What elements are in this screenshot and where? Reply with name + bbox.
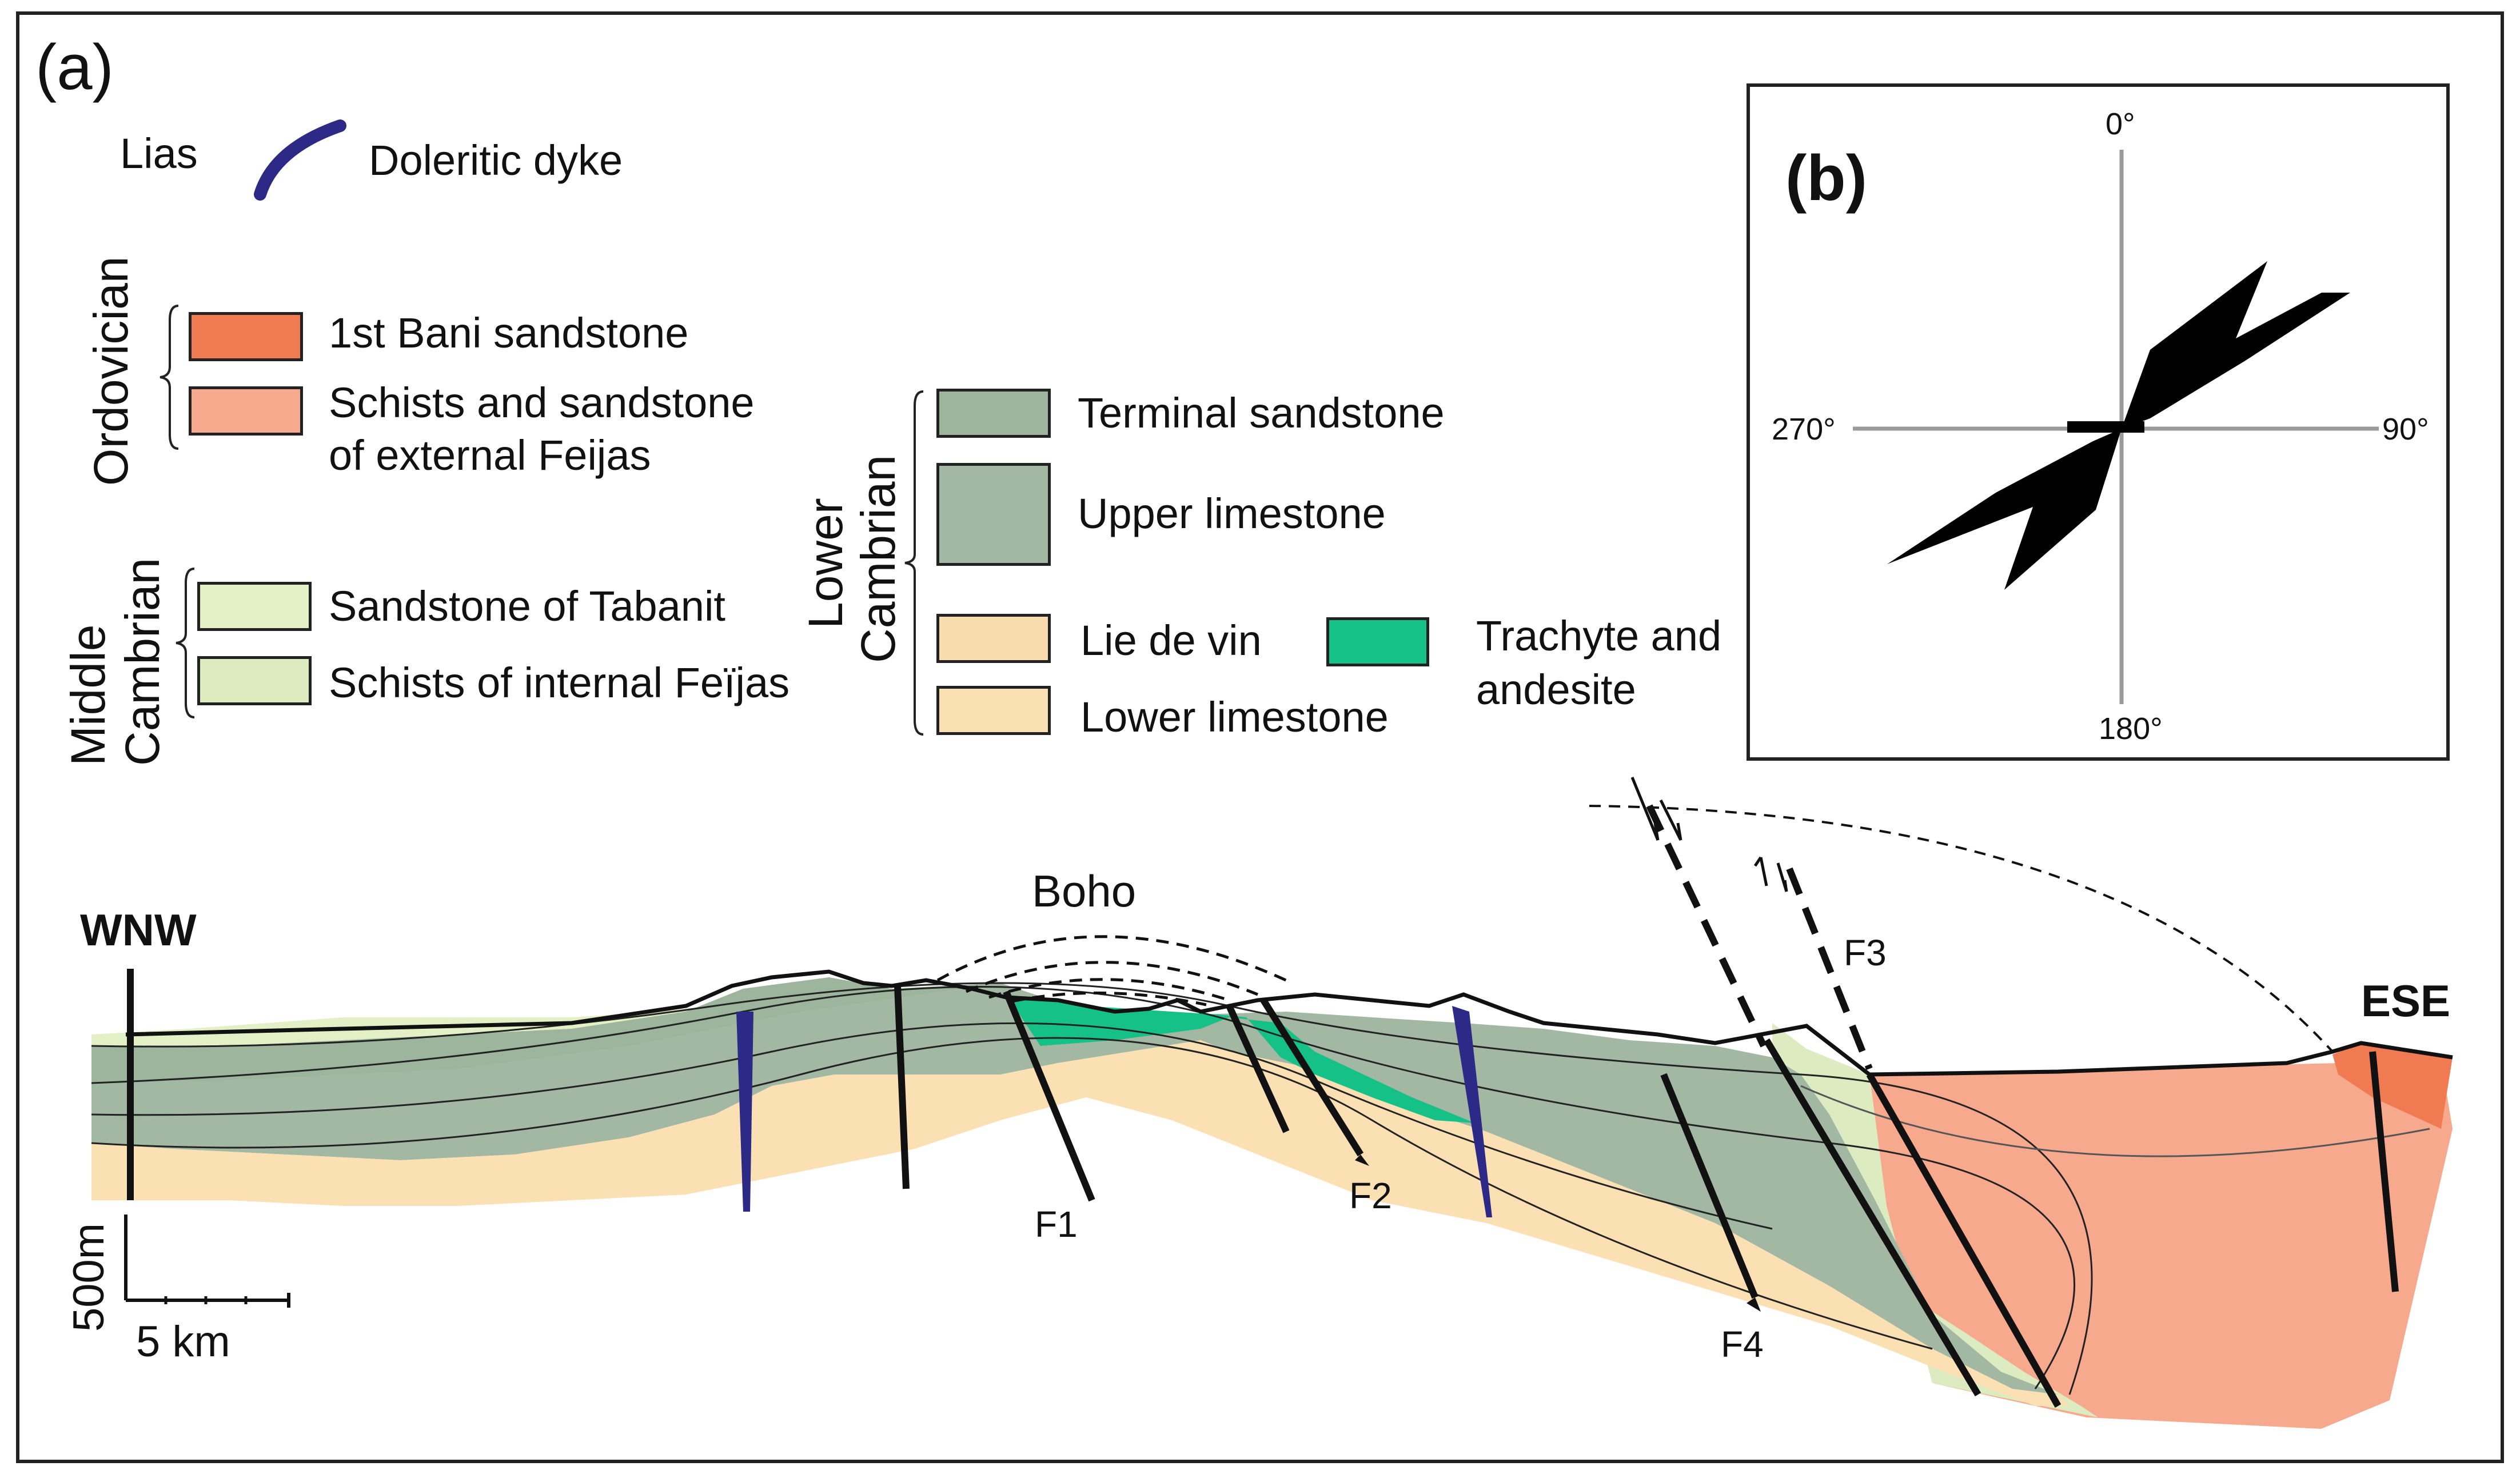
boho-arc-4 [1011, 991, 1207, 1006]
rose-label-east: 90° [2382, 412, 2429, 446]
label-fault-f1: F1 [1035, 1204, 1078, 1245]
figure-frame [16, 11, 2504, 1463]
eroded-arc [1589, 805, 2334, 1053]
fault-f3b-dashed [1786, 867, 1873, 1070]
contact-line-4 [91, 1037, 1933, 1350]
swatch-terminal-sandstone [936, 389, 1051, 438]
fault-east-1 [1866, 1073, 2062, 1408]
rose-diagram [1853, 150, 2379, 704]
fault-arrow-3 [1753, 856, 1768, 886]
layer-schists-internal-east [1772, 1023, 2098, 1417]
swatch-upper-limestone [936, 463, 1051, 566]
fault-ese [2369, 1051, 2399, 1292]
brace-middle-cambrian [176, 568, 195, 718]
legend-dyke-label: Doleritic dyke [369, 137, 623, 184]
rose-label-west: 270° [1772, 412, 1836, 446]
swatch-tabanit [197, 582, 312, 631]
panel-label-a: (a) [35, 31, 114, 103]
layer-upper-limestone [91, 977, 2058, 1395]
swatch-lower-limestone [936, 686, 1051, 735]
swatch-lie-de-vin [936, 614, 1051, 663]
brace-ordovician [160, 305, 179, 450]
fault-f4 [1660, 1073, 1759, 1299]
label-wnw: WNW [80, 905, 197, 955]
swatch-trachyte-andesite [1326, 617, 1429, 666]
rose-label-south: 180° [2099, 712, 2163, 746]
fault-arrow-f4 [1747, 1297, 1761, 1312]
legend-tabanit-label: Sandstone of Tabanit [329, 582, 725, 630]
contact-line-5 [1800, 1085, 2430, 1157]
label-scale-vertical: 500m [65, 1223, 113, 1332]
fault-arrow-4 [1776, 862, 1788, 892]
legend-schists-int-label: Schists of internal Feïjas [329, 659, 790, 706]
swatch-schists-internal [197, 656, 312, 705]
legend-schists-ext-label-1: Schists and sandstone [329, 379, 755, 426]
topographic-surface [125, 969, 2453, 1077]
boho-arc-3 [988, 978, 1230, 1002]
fault-arrow-f2 [1355, 1155, 1369, 1166]
label-scale-horizontal: 5 km [136, 1317, 230, 1366]
label-boho: Boho [1032, 866, 1137, 916]
fault-f3-lower [1763, 1038, 1981, 1397]
legend-lie-de-vin-label: Lie de vin [1080, 617, 1262, 664]
boho-arc-1 [936, 935, 1293, 985]
panel-label-b: (b) [1785, 142, 1868, 214]
legend-lias-label: Lias [120, 130, 198, 177]
fault-west-1 [894, 985, 910, 1189]
rose-diagram-panel: (b) 0° 90° 180° 270° [1747, 83, 2450, 761]
swatch-schists-external [189, 386, 303, 436]
dyke-2 [1452, 1006, 1492, 1217]
layer-bani-sandstone [2332, 1043, 2453, 1129]
legend-schists-ext-label-2: of external Feijas [329, 432, 651, 479]
label-fault-f4: F4 [1721, 1324, 1764, 1365]
label-fault-f3: F3 [1844, 932, 1887, 973]
dyke-legend-icon [254, 119, 346, 201]
rose-petal-ne [2122, 261, 2350, 429]
fault-f2a [1226, 1004, 1290, 1133]
swatch-bani-sandstone [189, 312, 303, 361]
legend-trachyte-label-1: Trachyte and [1476, 612, 1722, 660]
fault-f3-dashed [1646, 804, 1767, 1048]
layer-terminal-sandstone [91, 977, 1000, 1083]
rose-petal-ew [2067, 421, 2144, 433]
fault-arrow-1 [1630, 777, 1660, 841]
legend-bani-label: 1st Bani sandstone [329, 309, 689, 357]
brace-lower-cambrian [904, 390, 924, 736]
label-fault-f2: F2 [1349, 1175, 1392, 1216]
rose-label-north: 0° [2106, 107, 2135, 141]
fault-arrow-2 [1659, 799, 1682, 841]
fault-f1 [1003, 990, 1095, 1202]
layer-lower-limestone [91, 1040, 2070, 1406]
legend-terminal-label: Terminal sandstone [1078, 389, 1445, 437]
dyke-1 [736, 1012, 753, 1212]
legend-lower-lime-label: Lower limestone [1080, 693, 1389, 741]
label-ese: ESE [2361, 976, 2451, 1026]
legend-trachyte-label-2: andesite [1476, 666, 1636, 713]
legend-upper-lime-label: Upper limestone [1078, 490, 1386, 537]
boho-arc-2 [965, 961, 1258, 996]
contact-line-2 [91, 986, 2075, 1389]
fault-f2b [1260, 998, 1364, 1157]
rose-petal-sw [1887, 429, 2122, 590]
layer-trachyte-andesite [1006, 994, 1475, 1123]
